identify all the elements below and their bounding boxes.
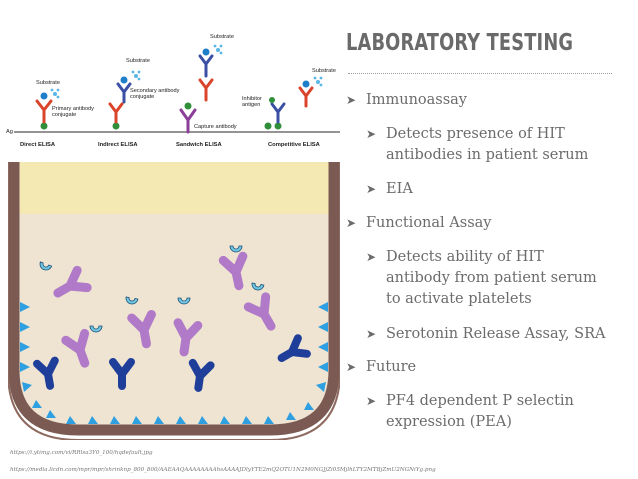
panel-indirect-elisa: Indirect ELISA <box>98 142 138 148</box>
bullet-arrow-icon: ➤ <box>366 127 377 141</box>
competitive-elisa-graphic: Substrate Inhibitor antigen <box>242 68 336 130</box>
bullet-text-line-3: to activate platelets <box>386 291 532 307</box>
inhibitor-label-1: Inhibitor <box>242 96 262 102</box>
bullet-text-line-1: Detects ability of HIT <box>386 249 544 265</box>
slide-title: LABORATORY TESTING <box>346 30 574 56</box>
bullet-text-line-1: PF4 dependent P selectin <box>386 393 574 409</box>
coating-triangles <box>20 302 328 424</box>
elisa-diagram-svg: Ag Substrate Primary antibody conjugate … <box>6 34 340 148</box>
direct-substrate-label: Substrate <box>36 80 60 86</box>
panel-direct-elisa: Direct ELISA <box>20 142 56 148</box>
competitive-substrate-label: Substrate <box>312 68 336 74</box>
well-illustration <box>7 162 341 441</box>
bullet-text-line-1: Detects presence of HIT <box>386 126 565 142</box>
bullet-text: Future <box>366 359 417 375</box>
bullet-arrow-icon: ➤ <box>346 93 357 107</box>
bullet-text: Functional Assay <box>366 215 492 231</box>
capture-antibody-label: Capture antibody <box>194 124 237 130</box>
sandwich-elisa-graphic: Substrate Capture antibody <box>179 34 237 134</box>
direct-elisa-graphic: Substrate Primary antibody conjugate <box>35 80 94 130</box>
primary-conjugate-label-2: conjugate <box>52 112 76 118</box>
bullet-text: Serotonin Release Assay, SRA <box>386 326 606 342</box>
bullet-arrow-icon: ➤ <box>366 394 377 408</box>
bullet-arrow-icon: ➤ <box>366 182 377 196</box>
inhibitor-label-2: antigen <box>242 102 260 108</box>
bullet-text: Immunoassay <box>366 92 467 108</box>
bullet-text-line-2: antibodies in patient serum <box>386 147 589 163</box>
bullet-text-line-2: antibody from patient serum <box>386 270 597 286</box>
bullet-text-line-2: expression (PEA) <box>386 414 512 430</box>
indirect-elisa-graphic: Substrate Secondary antibody conjugate <box>108 58 180 130</box>
secondary-conjugate-label-2: conjugate <box>130 94 154 100</box>
bullet-arrow-icon: ➤ <box>346 216 357 230</box>
panel-competitive-elisa: Competitive ELISA <box>268 142 321 148</box>
bullet-text: EIA <box>386 181 413 197</box>
indirect-substrate-label: Substrate <box>126 58 150 64</box>
source-link-2[interactable]: https://media.licdn.com/mpr/mpr/shrinknp… <box>10 467 436 473</box>
source-link-1[interactable]: https://i.ytimg.com/vi/RRlsa3Y0_100/hqde… <box>10 450 153 456</box>
elisa-diagram: Ag Substrate Primary antibody conjugate … <box>6 28 342 156</box>
primary-conjugate-label-1: Primary antibody <box>52 106 94 112</box>
bullet-arrow-icon: ➤ <box>366 250 377 264</box>
secondary-conjugate-label-1: Secondary antibody <box>130 88 180 94</box>
title-divider <box>348 73 612 74</box>
bullet-arrow-icon: ➤ <box>346 360 357 374</box>
well-illustration-svg <box>7 162 341 441</box>
panel-sandwich-elisa: Sandwich ELISA <box>176 142 223 148</box>
bullet-arrow-icon: ➤ <box>366 327 377 341</box>
elisa-ag-label: Ag <box>6 129 13 135</box>
sandwich-substrate-label: Substrate <box>210 34 234 40</box>
